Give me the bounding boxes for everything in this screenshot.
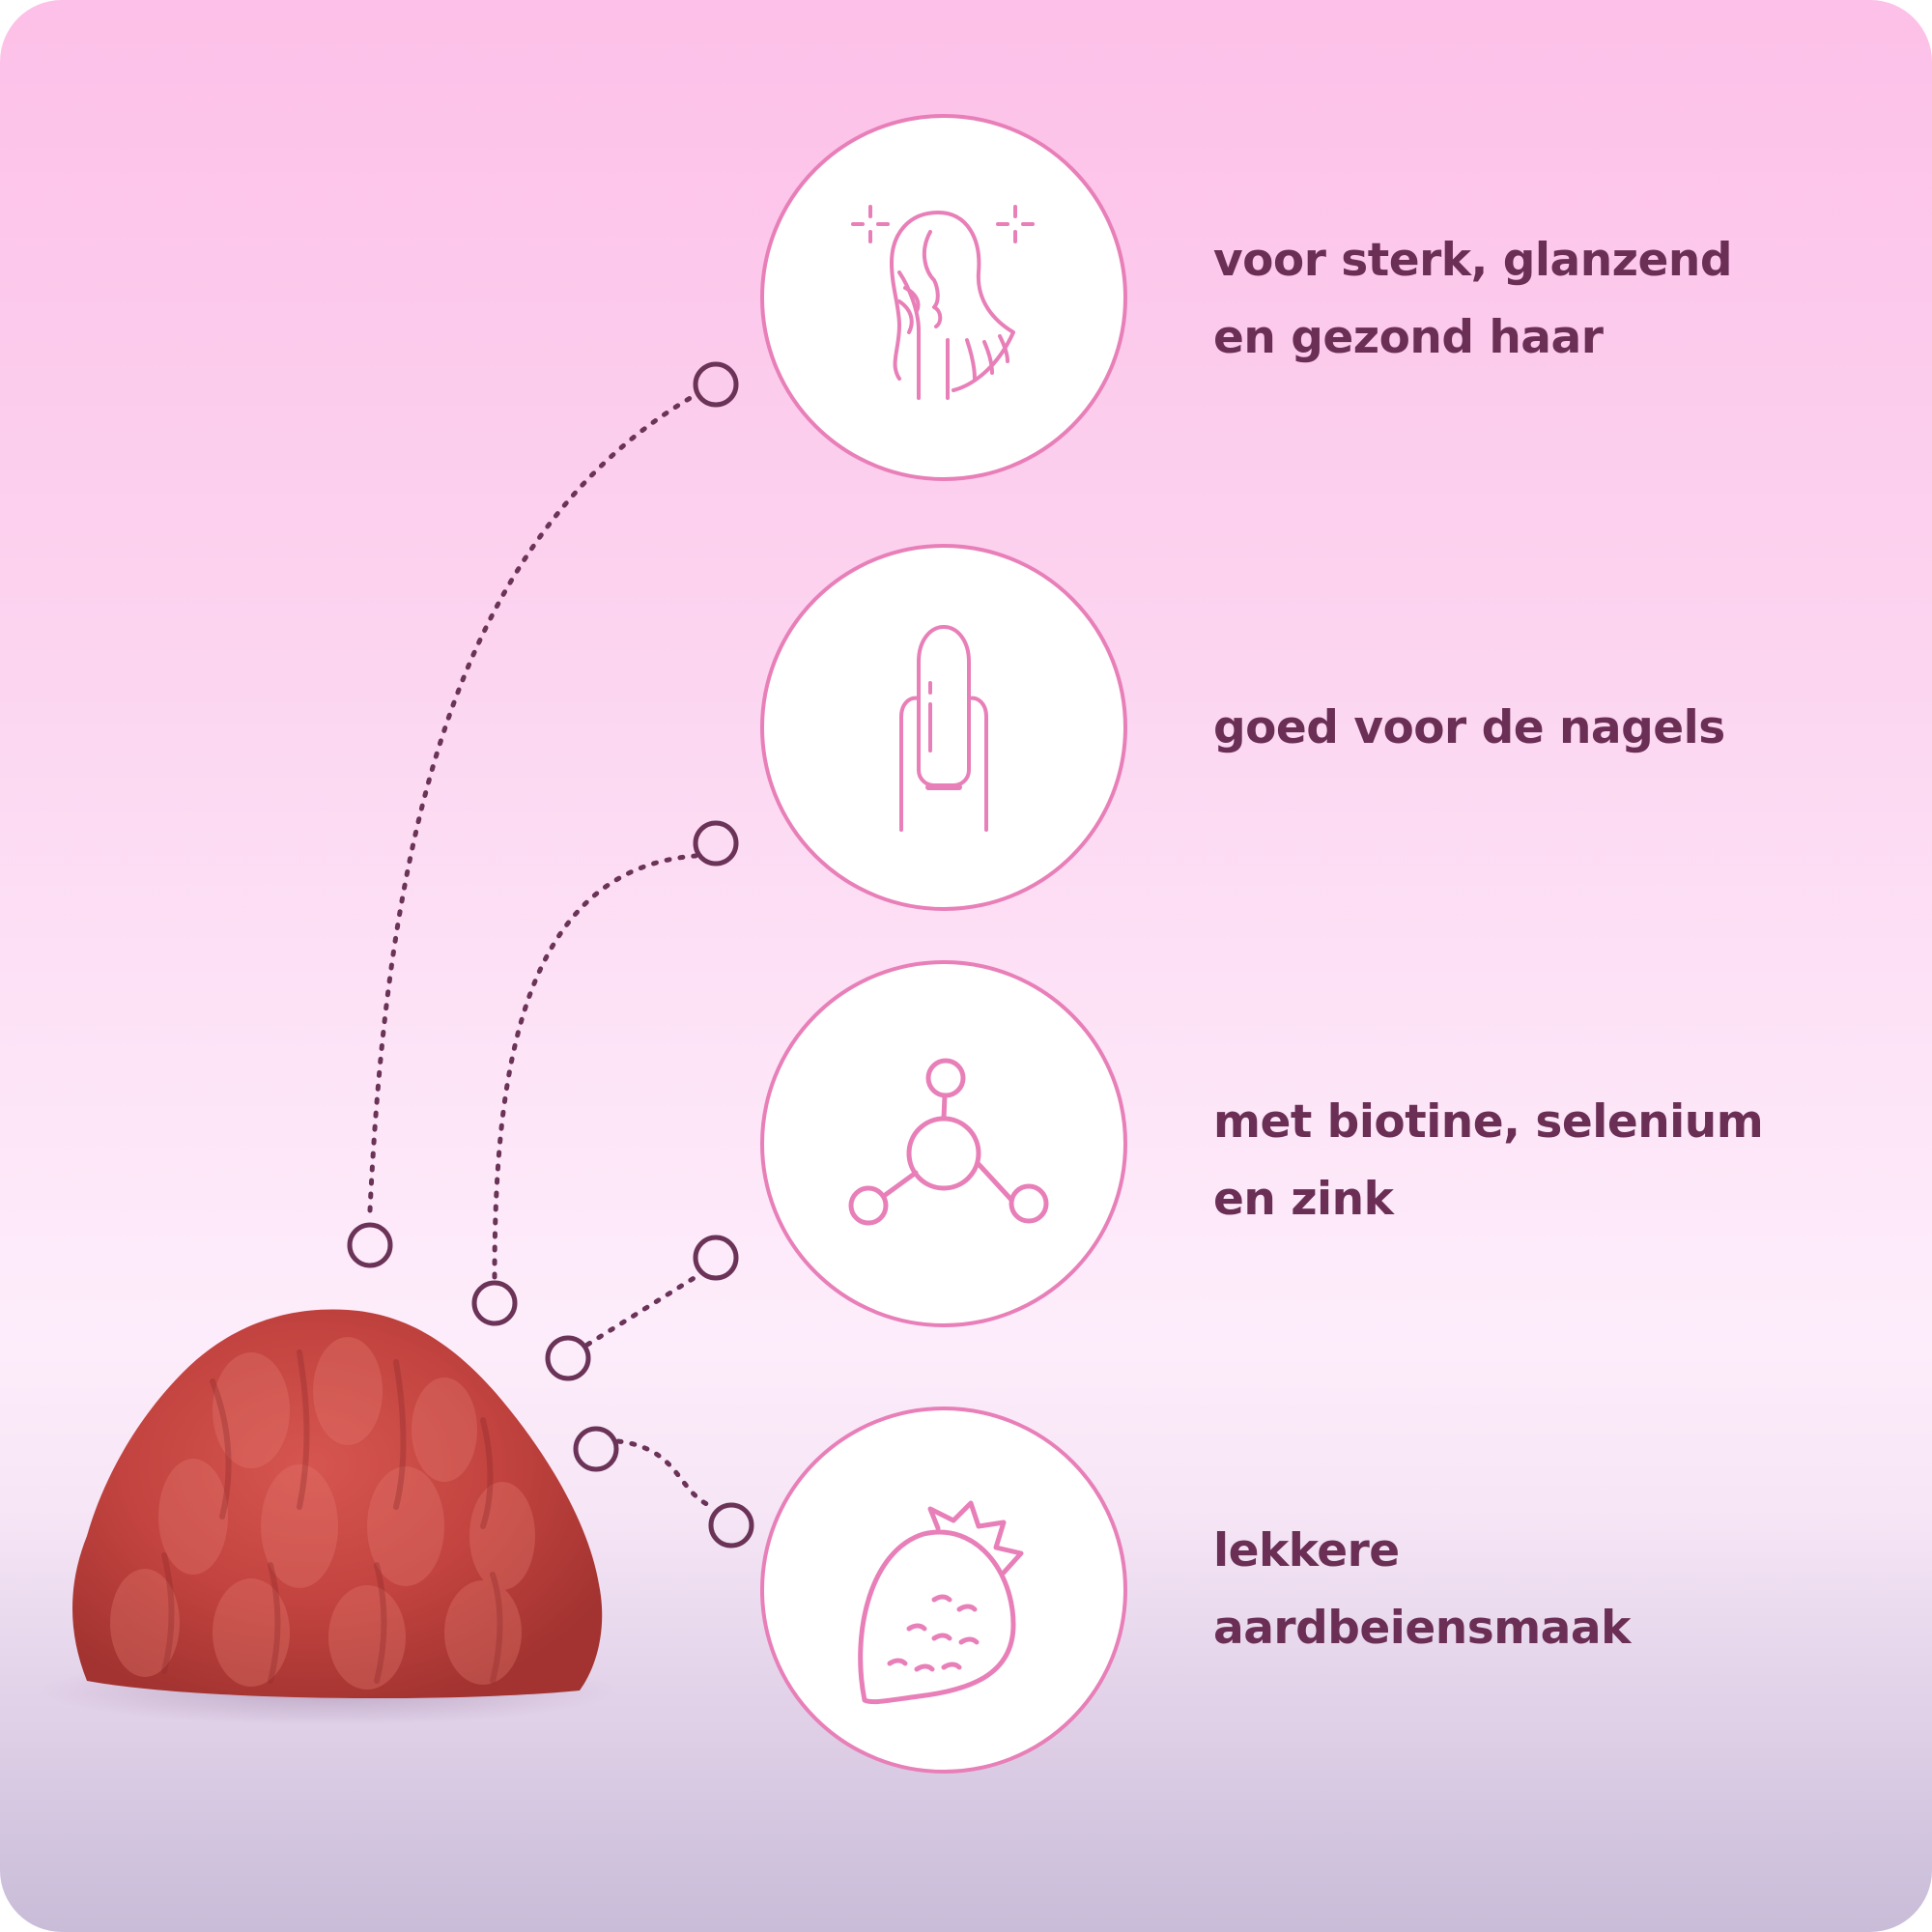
connector-nail <box>492 853 698 1280</box>
connector-node <box>471 1280 518 1326</box>
feature-strawberry-badge <box>760 1406 1127 1774</box>
feature-nail-badge <box>760 544 1127 911</box>
feature-molecule-line-2: en zink <box>1213 1173 1394 1226</box>
strawberry-icon <box>858 1500 1024 1705</box>
feature-hair-line-2: en gezond haar <box>1213 311 1604 364</box>
connector-node <box>693 820 739 867</box>
connector-node <box>708 1502 754 1548</box>
feature-hair-line-1: voor sterk, glanzend <box>1213 234 1733 287</box>
feature-strawberry-line-1: lekkere <box>1213 1524 1400 1577</box>
feature-nail-line-1: goed voor de nagels <box>1213 701 1725 754</box>
feature-strawberry-line-2: aardbeiensmaak <box>1213 1602 1631 1655</box>
connector-node <box>693 1235 739 1281</box>
connector-hair <box>367 393 696 1213</box>
feature-strawberry-text: lekkere aardbeiensmaak <box>1213 1513 1889 1667</box>
feature-hair-badge <box>760 114 1127 481</box>
feature-hair-text: voor sterk, glanzend en gezond haar <box>1213 222 1889 377</box>
feature-molecule-line-1: met biotine, selenium <box>1213 1095 1764 1149</box>
connector-node <box>545 1335 591 1381</box>
connector-molecule <box>584 1274 698 1348</box>
feature-molecule-badge <box>760 960 1127 1327</box>
feature-molecule-text: met biotine, selenium en zink <box>1213 1084 1889 1238</box>
connector-node <box>347 1222 393 1268</box>
hair-shine-icon <box>851 205 1035 400</box>
feature-nail-text: goed voor de nagels <box>1213 690 1889 767</box>
connector-strawberry <box>615 1438 716 1510</box>
molecule-icon <box>848 1058 1049 1226</box>
connector-node <box>693 361 739 408</box>
connector-node <box>573 1426 619 1472</box>
nail-icon <box>899 625 988 832</box>
gummy-product-image <box>39 1309 618 1725</box>
